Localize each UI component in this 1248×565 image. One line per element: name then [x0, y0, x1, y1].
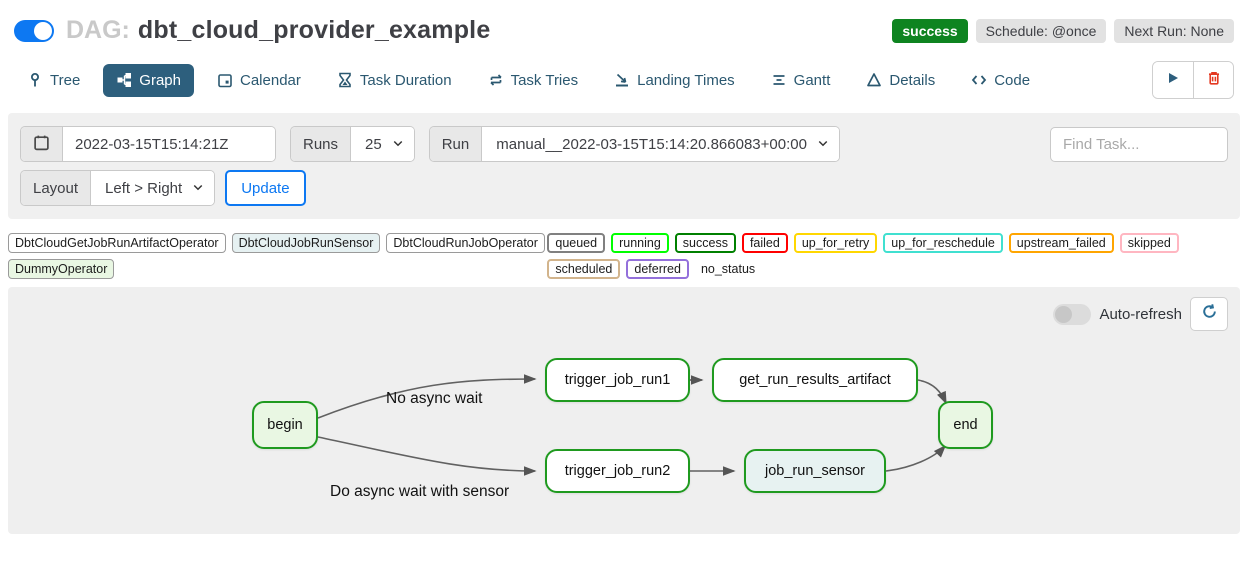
find-task-input[interactable]	[1050, 126, 1228, 162]
legend-state[interactable]: failed	[741, 233, 788, 253]
dag-prefix-label: DAG:	[66, 16, 130, 44]
layout-label: Layout	[21, 171, 92, 205]
tab-landing-times[interactable]: Landing Times	[601, 64, 748, 97]
tab-code[interactable]: Code	[958, 64, 1043, 97]
legend-state[interactable]: running	[611, 233, 669, 253]
legend-operator: DbtCloudJobRunSensor	[231, 233, 381, 253]
edge-label-no-async-wait: No async wait	[386, 390, 483, 407]
chevron-down-icon	[817, 136, 829, 153]
legend-operator: DbtCloudGetJobRunArtifactOperator	[8, 233, 226, 253]
tab-label: Code	[994, 71, 1031, 89]
trigger-dag-button[interactable]	[1153, 62, 1193, 98]
dag-action-buttons	[1152, 61, 1234, 99]
auto-refresh-label: Auto-refresh	[1099, 305, 1182, 323]
tab-label: Details	[889, 71, 936, 89]
tab-label: Graph	[139, 71, 181, 89]
calendar-icon	[217, 72, 233, 88]
status-badge: success	[892, 18, 968, 43]
tab-label: Task Duration	[359, 71, 452, 89]
calendar-icon	[33, 134, 50, 155]
task-node-job-run-sensor[interactable]: job_run_sensor	[744, 449, 886, 493]
tab-label: Landing Times	[637, 71, 735, 89]
legend: DbtCloudGetJobRunArtifactOperator DbtClo…	[8, 233, 1240, 279]
calendar-addon	[21, 127, 63, 161]
tab-tree[interactable]: Tree	[14, 64, 93, 97]
tree-icon	[27, 72, 43, 88]
layout-selected-value: Left > Right	[105, 179, 183, 197]
schedule-badge[interactable]: Schedule: @once	[975, 18, 1107, 43]
runs-select[interactable]: 25	[351, 127, 414, 161]
dag-edges	[317, 374, 947, 476]
refresh-button[interactable]	[1190, 297, 1228, 331]
next-run-badge: Next Run: None	[1114, 18, 1234, 43]
legend-operator: DbtCloudRunJobOperator	[386, 233, 545, 253]
legend-operator: DummyOperator	[8, 259, 115, 279]
tab-calendar[interactable]: Calendar	[204, 64, 314, 97]
toggle-knob	[34, 21, 52, 40]
run-group: Run manual__2022-03-15T15:14:20.866083+0…	[428, 126, 840, 162]
refresh-icon	[1201, 303, 1218, 325]
legend-state[interactable]: skipped	[1119, 233, 1179, 253]
runs-selected-value: 25	[365, 135, 382, 153]
task-node-get-run-results-artifact[interactable]: get_run_results_artifact	[712, 358, 918, 402]
run-label: Run	[429, 127, 483, 161]
legend-state[interactable]: up_for_retry	[793, 233, 878, 253]
trash-icon	[1206, 70, 1222, 91]
tab-label: Gantt	[793, 71, 831, 89]
code-icon	[971, 72, 987, 88]
base-date-input[interactable]	[63, 127, 275, 161]
legend-state[interactable]: queued	[547, 233, 606, 253]
dag-pause-toggle[interactable]	[14, 19, 54, 42]
legend-state-no-status[interactable]: no_status	[700, 262, 756, 276]
runs-group: Runs 25	[290, 126, 415, 162]
repeat-icon	[488, 72, 504, 88]
task-node-trigger-job-run2[interactable]: trigger_job_run2	[545, 449, 690, 493]
view-tabbar: Tree Graph Calendar Task Duration Task T…	[0, 51, 1248, 111]
legend-state[interactable]: up_for_reschedule	[883, 233, 1003, 253]
layout-select[interactable]: Left > Right	[91, 171, 215, 205]
tab-label: Task Tries	[510, 71, 579, 89]
chevron-down-icon	[192, 180, 204, 197]
graph-icon	[116, 72, 132, 88]
layout-group: Layout Left > Right	[20, 170, 216, 206]
legend-state[interactable]: scheduled	[547, 259, 621, 279]
chevron-down-icon	[392, 136, 404, 153]
auto-refresh-toggle[interactable]	[1053, 303, 1092, 325]
tab-gantt[interactable]: Gantt	[758, 64, 844, 97]
dag-header: DAG: dbt_cloud_provider_example success …	[0, 0, 1248, 51]
tab-graph[interactable]: Graph	[103, 63, 194, 97]
gantt-icon	[771, 72, 787, 88]
state-legend: queued running success failed up_for_ret…	[547, 233, 1240, 279]
auto-refresh-controls: Auto-refresh	[1053, 297, 1228, 331]
legend-state[interactable]: upstream_failed	[1008, 233, 1114, 253]
triangle-icon	[866, 72, 882, 88]
base-date-group	[20, 126, 276, 162]
toggle-knob	[1055, 305, 1073, 323]
dag-graph-panel: begin trigger_job_run1 get_run_results_a…	[8, 287, 1240, 534]
tab-label: Calendar	[240, 71, 301, 89]
tab-task-tries[interactable]: Task Tries	[475, 64, 592, 97]
task-node-trigger-job-run1[interactable]: trigger_job_run1	[545, 358, 690, 402]
filter-panel: Runs 25 Run manual__2022-03-15T15:14:20.…	[8, 113, 1240, 219]
task-node-begin[interactable]: begin	[252, 401, 318, 449]
operator-legend: DbtCloudGetJobRunArtifactOperator DbtClo…	[8, 233, 547, 279]
edge-label-do-async-wait: Do async wait with sensor	[330, 483, 510, 500]
tab-details[interactable]: Details	[853, 64, 948, 97]
run-select[interactable]: manual__2022-03-15T15:14:20.866083+00:00	[482, 127, 839, 161]
update-button[interactable]: Update	[225, 170, 306, 206]
legend-state[interactable]: deferred	[626, 259, 689, 279]
tab-task-duration[interactable]: Task Duration	[324, 64, 465, 97]
play-icon	[1165, 70, 1181, 91]
landing-icon	[614, 72, 630, 88]
page-title: dbt_cloud_provider_example	[137, 16, 491, 44]
task-node-end[interactable]: end	[938, 401, 993, 449]
run-selected-value: manual__2022-03-15T15:14:20.866083+00:00	[496, 135, 807, 153]
tab-label: Tree	[50, 71, 81, 89]
runs-label: Runs	[291, 127, 352, 161]
delete-dag-button[interactable]	[1193, 62, 1233, 98]
hourglass-icon	[337, 72, 353, 88]
legend-state[interactable]: success	[674, 233, 736, 253]
